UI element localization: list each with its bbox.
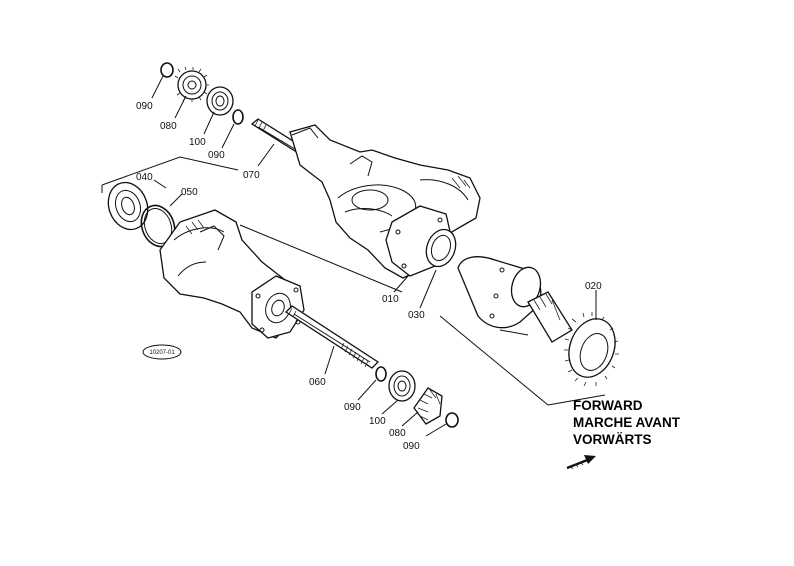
snap-ring-upper-right (232, 109, 244, 125)
label-030: 030 (408, 310, 425, 321)
bearing-upper (206, 86, 234, 116)
reference-code-badge: 10207-01 (142, 344, 182, 360)
label-080: 080 (389, 428, 406, 439)
direction-label-de: VORWÄRTS (573, 432, 652, 447)
reference-code: 10207-01 (149, 350, 175, 356)
label-060: 060 (309, 377, 326, 388)
leader-lines (151, 75, 597, 437)
label-040: 040 (136, 172, 153, 183)
axle-tube-lower (159, 209, 305, 339)
label-090: 090 (208, 150, 225, 161)
bevel-gear-lower (413, 387, 443, 425)
label-070: 070 (243, 170, 260, 181)
label-090: 090 (403, 441, 420, 452)
part-number-labels: 090 080 100 090 070 040 050 010 030 020 … (136, 101, 602, 452)
label-020: 020 (585, 281, 602, 292)
drive-shaft-lower (284, 305, 380, 369)
bevel-gear-upper (174, 66, 209, 102)
label-100: 100 (369, 416, 386, 427)
label-100: 100 (189, 137, 206, 148)
label-080: 080 (160, 121, 177, 132)
snap-ring-lower-right (445, 412, 459, 428)
label-090: 090 (136, 101, 153, 112)
bearing-lower (388, 370, 416, 402)
label-050: 050 (181, 187, 198, 198)
bearing-left (107, 181, 149, 231)
label-010: 010 (382, 294, 399, 305)
label-090: 090 (344, 402, 361, 413)
ring-gear (564, 312, 619, 387)
snap-ring-lower-left (375, 366, 387, 382)
oil-seal (425, 228, 457, 268)
differential-carrier (457, 256, 573, 343)
assembly-frame-lines (101, 156, 606, 406)
snap-ring-upper-left (160, 62, 174, 78)
forward-direction-label: FORWARD MARCHE AVANT VORWÄRTS (573, 398, 681, 447)
forward-arrow-icon (566, 455, 596, 470)
direction-label-en: FORWARD (573, 398, 643, 413)
direction-label-fr: MARCHE AVANT (573, 415, 681, 430)
